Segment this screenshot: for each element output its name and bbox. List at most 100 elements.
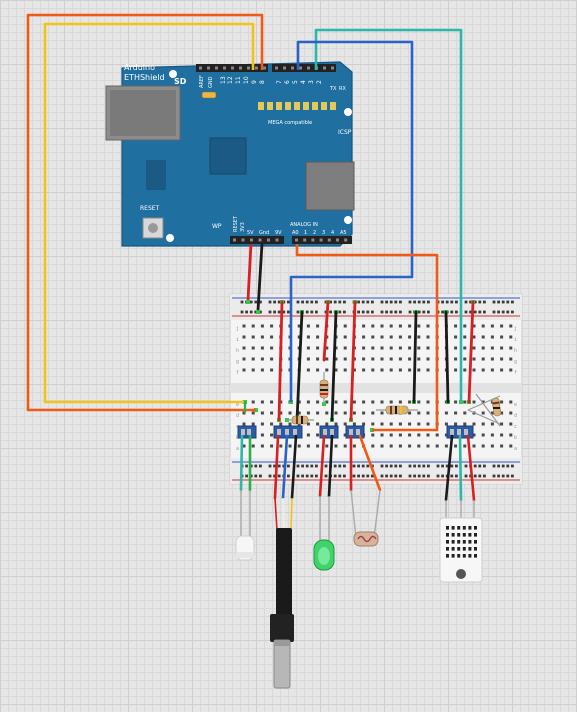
gnd-label: GND	[208, 76, 214, 88]
wire-blue-pin5[interactable]	[289, 40, 414, 402]
header-pin	[344, 238, 348, 242]
rail-hole	[366, 464, 370, 468]
wire-red-probe[interactable]	[273, 434, 280, 500]
rail-hole	[422, 310, 426, 314]
dht-vent	[462, 540, 466, 544]
breadboard-hole	[472, 335, 476, 339]
dht-vent	[474, 526, 477, 530]
rail-hole	[245, 464, 248, 468]
jumper-black[interactable]	[412, 310, 418, 404]
sd-label: SD	[174, 77, 187, 86]
dht-sensor[interactable]	[439, 500, 483, 583]
header-block[interactable]	[273, 425, 303, 439]
temperature-probe[interactable]	[270, 497, 294, 689]
breadboard-hole	[389, 357, 393, 361]
breadboard-hole	[270, 411, 274, 415]
breadboard-hole	[334, 422, 338, 426]
breadboard-hole	[463, 335, 467, 339]
rail-hole	[413, 300, 416, 304]
breadboard-hole	[444, 411, 448, 415]
dht-vent	[446, 533, 449, 537]
breadboard-hole	[297, 444, 301, 448]
jumper-red[interactable]	[349, 300, 357, 422]
wire-orange-ldr[interactable]	[358, 434, 382, 492]
sensor-wires	[239, 434, 476, 502]
header-pin	[241, 238, 245, 242]
jumper-black[interactable]	[330, 310, 338, 422]
rail-hole	[492, 300, 496, 304]
jumper-red[interactable]	[322, 300, 330, 362]
photoresistor[interactable]	[350, 489, 381, 547]
breadboard-hole	[343, 335, 347, 339]
wire-black-dht[interactable]	[444, 434, 454, 502]
rail-hole	[268, 300, 272, 304]
rail-hole	[310, 474, 314, 478]
resistor-horizontal[interactable]	[376, 405, 418, 415]
wire-yellow-pin8[interactable]	[43, 22, 255, 404]
wire-black-probe[interactable]	[290, 434, 298, 500]
rail-hole	[273, 464, 276, 468]
jumper-red[interactable]	[277, 300, 284, 422]
rail-hole	[296, 474, 300, 478]
resistor-vertical[interactable]	[319, 372, 329, 404]
header-pin	[299, 66, 302, 70]
jumper-black[interactable]	[444, 310, 450, 404]
breadboard-hole	[426, 368, 430, 372]
breadboard-hole	[251, 368, 255, 372]
rail-hole	[338, 300, 342, 304]
breadboard-hole	[316, 335, 320, 339]
arduino-eth-shield[interactable]: Arduino ETHShield SD RESET WP ICSP MEGA …	[105, 61, 355, 247]
rail-hole	[287, 300, 290, 304]
wire-orange-a0[interactable]	[295, 244, 439, 432]
analog-label: 4	[331, 230, 334, 236]
breadboard-hole	[371, 444, 375, 448]
white-led[interactable]	[235, 490, 255, 561]
breadboard-hole	[500, 422, 504, 426]
resistor-horizontal-2[interactable]	[286, 415, 314, 425]
header-pin	[311, 238, 315, 242]
resistor-array	[258, 102, 336, 110]
power-label: Gnd	[259, 230, 269, 236]
connected-hole	[246, 300, 250, 304]
breadboard-hole	[251, 335, 255, 339]
rail-hole	[259, 300, 262, 304]
rail-hole	[413, 464, 416, 468]
rail-hole	[511, 310, 514, 314]
breadboard-hole	[260, 335, 264, 339]
rail-hole	[273, 474, 276, 478]
breadboard-hole	[408, 368, 412, 372]
mega-label: MEGA compatible	[268, 120, 312, 126]
wire-red-dht[interactable]	[466, 434, 476, 502]
connected-hole	[256, 310, 260, 314]
dht-vent	[474, 554, 477, 558]
jumper-black[interactable]	[295, 310, 304, 422]
rail-hole	[399, 310, 402, 314]
breadboard-hole	[509, 411, 513, 415]
dht-vent	[457, 533, 461, 537]
header-block[interactable]	[446, 425, 474, 439]
header-pin	[239, 66, 242, 70]
breadboard-hole	[371, 411, 375, 415]
wire-teal-led[interactable]	[239, 434, 244, 492]
breadboard-hole	[389, 444, 393, 448]
breadboard-hole	[242, 368, 246, 372]
wire-red-led2[interactable]	[318, 434, 326, 498]
wire-teal-dht[interactable]	[458, 434, 463, 502]
rail-hole	[305, 300, 309, 304]
wire-black-gnd[interactable]	[256, 243, 264, 311]
mounting-hole	[169, 70, 177, 78]
rail-hole	[380, 300, 384, 304]
resistor-diagonal[interactable]	[475, 393, 502, 427]
green-led[interactable]	[313, 496, 335, 571]
jumper-red[interactable]	[467, 300, 475, 404]
wire-teal-pin2[interactable]	[314, 28, 463, 402]
rail-hole	[277, 300, 281, 304]
header-pin	[258, 238, 262, 242]
breadboard-hole	[362, 335, 366, 339]
wire-orange-pin9[interactable]	[26, 13, 264, 412]
board-model: ETHShield	[124, 73, 165, 82]
wire-black-led2[interactable]	[327, 434, 334, 498]
wire-blue-probe[interactable]	[281, 434, 289, 500]
breadboard-hole	[509, 335, 513, 339]
wire-red-5v[interactable]	[246, 243, 253, 301]
